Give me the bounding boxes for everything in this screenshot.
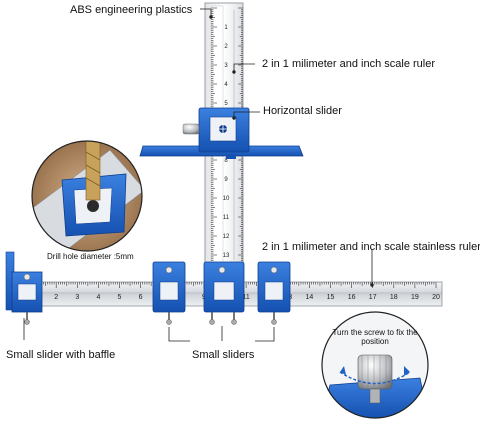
label-stainless-ruler: 2 in 1 milimeter and inch scale stainles… bbox=[262, 241, 480, 253]
vertical-ruler-number: 10 bbox=[223, 196, 230, 202]
ruler-number: 17 bbox=[369, 294, 377, 301]
ruler-number: 16 bbox=[348, 294, 356, 301]
drill-closeup bbox=[31, 140, 143, 252]
ruler-number: 11 bbox=[242, 294, 249, 301]
label-small-slider-baffle: Small slider with baffle bbox=[6, 349, 116, 361]
small-slider-with-baffle bbox=[5, 251, 43, 325]
screw-tip-text: Turn the screw to fix the position bbox=[332, 328, 418, 346]
small-slider-2 bbox=[257, 261, 291, 325]
small-slider-1 bbox=[152, 261, 186, 325]
ruler-number: 3 bbox=[75, 294, 79, 301]
ruler-number: 18 bbox=[390, 294, 398, 301]
ruler-number: 2 bbox=[54, 294, 58, 301]
screw-closeup bbox=[321, 311, 429, 419]
vertical-ruler-number: 9 bbox=[224, 177, 228, 183]
vertical-ruler-number: 2 bbox=[224, 44, 228, 50]
leader-lines bbox=[23, 8, 374, 342]
ruler-number: 14 bbox=[306, 294, 314, 301]
ruler-number: 19 bbox=[411, 294, 419, 301]
vertical-ruler-number: 13 bbox=[223, 253, 230, 259]
vertical-ruler-number: 1 bbox=[224, 25, 228, 31]
ruler-number: 6 bbox=[139, 294, 143, 301]
label-material: ABS engineering plastics bbox=[70, 4, 193, 16]
horizontal-slider-part bbox=[139, 107, 304, 159]
label-screw-tip: Turn the screw to fix the position bbox=[332, 328, 418, 346]
label-horizontal-slider: Horizontal slider bbox=[263, 105, 342, 117]
ruler-number: 4 bbox=[96, 294, 100, 301]
ruler-number: 20 bbox=[432, 294, 440, 301]
label-small-sliders: Small sliders bbox=[192, 349, 255, 361]
vertical-ruler-number: 3 bbox=[224, 63, 228, 69]
vertical-ruler-number: 11 bbox=[223, 215, 230, 221]
vertical-ruler-number: 4 bbox=[224, 82, 228, 88]
label-drill-hole: Drill hole diameter :5mm bbox=[47, 252, 134, 261]
label-vertical-ruler: 2 in 1 milimeter and inch scale ruler bbox=[262, 58, 436, 70]
vertical-ruler-number: 12 bbox=[223, 234, 230, 240]
ruler-number: 5 bbox=[118, 294, 122, 301]
ruler-number: 15 bbox=[327, 294, 335, 301]
vertical-ruler-number: 8 bbox=[224, 158, 228, 164]
small-slider-center bbox=[203, 261, 245, 325]
vertical-ruler-number: 5 bbox=[224, 101, 228, 107]
